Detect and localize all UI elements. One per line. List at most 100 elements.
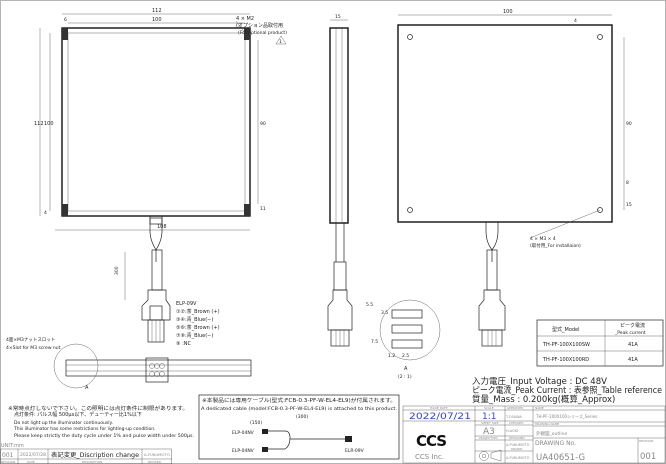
connector-pinout: ELP-09V ①②:茶_Brown (+) ③④:青_Blue(−) ⑤⑥:茶… <box>176 301 220 347</box>
note-en: Do not light up the illuminator continuo… <box>14 420 113 426</box>
designed-label: DESIGNED <box>509 436 525 440</box>
dim-rear-width: 100 <box>503 9 513 15</box>
detail-scale: (2 : 1) <box>398 374 412 380</box>
table-cell: 41A <box>628 342 638 348</box>
spec-current: ピーク電流_Peak Current : 表参照_Table reference <box>472 385 662 396</box>
projection-symbol-icon <box>479 449 502 462</box>
dim-detail: 1.2 <box>388 353 395 359</box>
dim-edge: 11 <box>260 206 266 212</box>
issue-date: 2022/07/21 <box>409 412 471 422</box>
cable-connector: ELP-04NV <box>232 430 255 436</box>
revision-header: DATE <box>27 460 35 464</box>
title-block: ISSUE DATE 2022/07/21 SCALE 1:1 SHEET SI… <box>402 405 666 464</box>
table-cell: 41A <box>628 357 638 363</box>
pin-item: ③④:青_Blue(−) <box>176 316 213 323</box>
dim-detail: 2.5 <box>402 353 409 359</box>
detail-a: 5.5 3.5 7.5 1.2 2.5 A (2 : 1) <box>366 299 441 380</box>
revision-label: REVISION <box>639 439 653 443</box>
dim-rear-height: 90 <box>626 121 632 127</box>
cable-box: ※本製品には専用ケーブル(型式:FCB-0.3-PF-W-EL4-EL9)が付属… <box>198 394 400 460</box>
dim-detail: 3.5 <box>381 310 388 316</box>
model-table: 型式_Model ピーク電流 _Peak current TH-PF-100X1… <box>536 319 664 367</box>
scale-label: SCALE <box>484 406 494 410</box>
m2-holes-note: 4 × M2 <box>236 16 254 22</box>
drawing-name: 外観図_outline <box>536 430 567 437</box>
issue-date-label: ISSUE DATE <box>430 406 448 410</box>
slot-note-jp: 4面×M3ナットスロット <box>6 337 55 343</box>
pin-item: ①②:茶_Brown (+) <box>176 308 220 315</box>
table-cell: TH-PF-100X100SW <box>542 342 590 348</box>
projection-label: PROJECTION <box>479 436 497 440</box>
dim-detail: 7.5 <box>371 339 378 345</box>
dim-detail: 5.5 <box>366 302 373 308</box>
revision-header: REVISION <box>1 460 15 464</box>
checked-by: H.AOKI <box>506 429 518 433</box>
dim-edge: 4 <box>574 18 577 24</box>
revision-table: UNIT:mm 001 2022/07/28 表記変更_Discription … <box>0 443 172 464</box>
pin-item: ⑨ :NC <box>176 341 191 347</box>
cable-branch-length: (150) <box>250 420 262 426</box>
rear-view: 100 4 90 15 8 <box>397 9 632 347</box>
spec-voltage: 入力電圧_Input Voltage : DC 48V <box>472 376 607 387</box>
table-header: ピーク電流 <box>620 322 645 329</box>
revision-description: 表記変更_Discription change <box>51 451 139 459</box>
name-label: NAME <box>535 406 544 410</box>
table-cell: TH-PF-100X100RD <box>542 357 589 363</box>
side-view: 15 <box>327 14 353 347</box>
optional-note-en: (For optional product) <box>238 30 287 36</box>
dim-front-width: 112 <box>152 8 162 14</box>
dim-edge: 4 <box>44 210 47 216</box>
revision-number: 001 <box>2 452 14 459</box>
approved-label: APPROVED <box>507 406 524 410</box>
note-jp: ※常時点灯しないで下さい。この照明には点灯条件に制限があります。 <box>8 405 188 412</box>
slot-note-en: 4×Slot for M3 screw nut <box>6 345 61 351</box>
logo-text: CCS <box>416 432 446 450</box>
revision-header: DESCRIPTION <box>82 460 102 464</box>
drawing-number: UA40651-G <box>536 453 585 463</box>
cable-connector: ELP-04NV <box>232 448 255 454</box>
optional-note-jp: (オプション品取付用 <box>236 22 283 29</box>
detail-title: A <box>404 366 408 372</box>
note-jp: 点灯条件: パルス幅 500μs以下、デューティー比1%以下 <box>14 411 142 418</box>
drawing-name-label: DRAWING NAME <box>535 422 559 426</box>
approved-by: T.OSAWA <box>505 415 522 419</box>
note-en: Please keep strictly the duty cycle unde… <box>14 433 194 439</box>
cable-connector: ELR-09V <box>345 448 365 454</box>
checked-label: CHECKED <box>509 421 524 425</box>
revision-value: 001 <box>640 452 656 462</box>
sheet-size: A3 <box>483 427 495 437</box>
dim-edge: 6 <box>64 17 67 23</box>
product-name: TH-PF-100X100シリーズ_Series <box>535 413 597 419</box>
dim-front-height-inner: 100 <box>44 121 54 127</box>
dim-edge: 8 <box>626 180 629 186</box>
cable-note-jp: ※本製品には専用ケーブル(型式:FCB-0.3-PF-W-EL4-EL9)が付属… <box>202 397 396 404</box>
drawing-no-label: DRAWING No. <box>535 440 576 447</box>
revision-header: REVISED <box>148 460 162 464</box>
note-en: This illuminator has some restrictions f… <box>13 426 155 432</box>
revision-marker: 1 <box>279 39 282 45</box>
drawn-label: DRAWN <box>511 447 522 451</box>
revision-date: 2022/07/28 <box>20 452 46 458</box>
detail-callout: A <box>85 385 89 391</box>
designed-by: A.FUKUMOTO <box>506 443 530 447</box>
bottom-view <box>53 343 252 389</box>
dim-front-inner: 100 <box>152 17 162 23</box>
company-name: CCS Inc. <box>415 453 444 461</box>
scale-value: 1:1 <box>482 412 496 422</box>
ccs-logo: CCS <box>416 432 447 450</box>
dim-edge: 15 <box>626 202 632 208</box>
cable-note-en: A dedicated cable (model:FCB-0.3-PF-W-EL… <box>201 406 397 412</box>
dim-side-width: 15 <box>335 14 341 20</box>
sheet-size-label: SHEET SIZE <box>481 421 499 425</box>
dim-mid: 90 <box>260 121 266 127</box>
unit-label: UNIT:mm <box>1 443 24 449</box>
drawn-by: A.FUKUMOTO <box>506 456 530 460</box>
install-note: (取付用_For installaion) <box>530 242 581 249</box>
cable-length: (300) <box>296 414 308 420</box>
dim-cable: 300 <box>114 266 120 275</box>
revised-by: A.FUKUMOTO <box>144 453 170 457</box>
table-header: 型式_Model <box>552 326 580 333</box>
pin-item: ⑦⑧:青_Blue(−) <box>176 332 213 339</box>
m3-install-note: 4 × M3 × 4 <box>530 236 556 242</box>
